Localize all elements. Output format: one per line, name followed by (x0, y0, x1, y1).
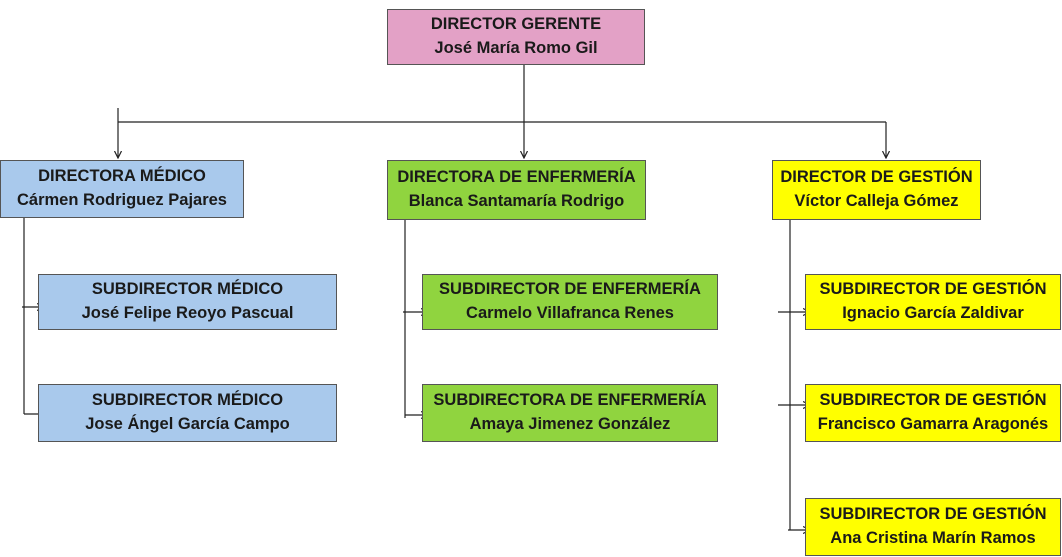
subdirector-gestion-3-title: SUBDIRECTOR DE GESTIÓN (819, 505, 1047, 524)
subdirector-medico-box-2: SUBDIRECTOR MÉDICO Jose Ángel García Cam… (38, 384, 337, 442)
subdirector-gestion-2-name: Francisco Gamarra Aragonés (817, 415, 1049, 433)
subdirector-gestion-1-name: Ignacio García Zaldivar (842, 304, 1024, 322)
directora-medico-title: DIRECTORA MÉDICO (38, 167, 206, 186)
subdirector-medico-1-name: José Felipe Reoyo Pascual (81, 304, 294, 322)
director-gestion-name: Víctor Calleja Gómez (794, 192, 959, 210)
subdirector-gestion-box-3: SUBDIRECTOR DE GESTIÓN Ana Cristina Marí… (805, 498, 1061, 556)
director-gestion-box: DIRECTOR DE GESTIÓN Víctor Calleja Gómez (772, 160, 981, 220)
directora-medico-name: Cármen Rodriguez Pajares (17, 191, 227, 209)
directora-enfermeria-name: Blanca Santamaría Rodrigo (408, 192, 625, 210)
subdirector-enfermeria-1-title: SUBDIRECTOR DE ENFERMERÍA (439, 280, 701, 299)
subdirector-medico-2-title: SUBDIRECTOR MÉDICO (91, 391, 284, 410)
directora-enfermeria-box: DIRECTORA DE ENFERMERÍA Blanca Santamarí… (387, 160, 646, 220)
subdirector-enfermeria-1-name: Carmelo Villafranca Renes (466, 304, 674, 322)
director-gerente-box: DIRECTOR GERENTE José María Romo Gil (387, 9, 645, 65)
subdirector-medico-2-name: Jose Ángel García Campo (85, 415, 290, 433)
subdirector-gestion-box-2: SUBDIRECTOR DE GESTIÓN Francisco Gamarra… (805, 384, 1061, 442)
director-gerente-title: DIRECTOR GERENTE (430, 15, 602, 34)
subdirector-gestion-3-name: Ana Cristina Marín Ramos (830, 529, 1036, 547)
subdirector-enfermeria-2-name: Amaya Jimenez González (469, 415, 671, 433)
directora-enfermeria-title: DIRECTORA DE ENFERMERÍA (397, 168, 636, 187)
subdirector-gestion-box-1: SUBDIRECTOR DE GESTIÓN Ignacio García Za… (805, 274, 1061, 330)
subdirector-gestion-2-title: SUBDIRECTOR DE GESTIÓN (819, 391, 1047, 410)
subdirector-medico-box-1: SUBDIRECTOR MÉDICO José Felipe Reoyo Pas… (38, 274, 337, 330)
subdirector-enfermeria-box-1: SUBDIRECTOR DE ENFERMERÍA Carmelo Villaf… (422, 274, 718, 330)
directora-medico-box: DIRECTORA MÉDICO Cármen Rodriguez Pajare… (0, 160, 244, 218)
director-gestion-title: DIRECTOR DE GESTIÓN (780, 168, 973, 187)
subdirector-gestion-1-title: SUBDIRECTOR DE GESTIÓN (819, 280, 1047, 299)
subdirector-enfermeria-box-2: SUBDIRECTORA DE ENFERMERÍA Amaya Jimenez… (422, 384, 718, 442)
subdirector-medico-1-title: SUBDIRECTOR MÉDICO (91, 280, 284, 299)
director-gerente-name: José María Romo Gil (434, 39, 598, 57)
subdirector-enfermeria-2-title: SUBDIRECTORA DE ENFERMERÍA (433, 391, 707, 410)
